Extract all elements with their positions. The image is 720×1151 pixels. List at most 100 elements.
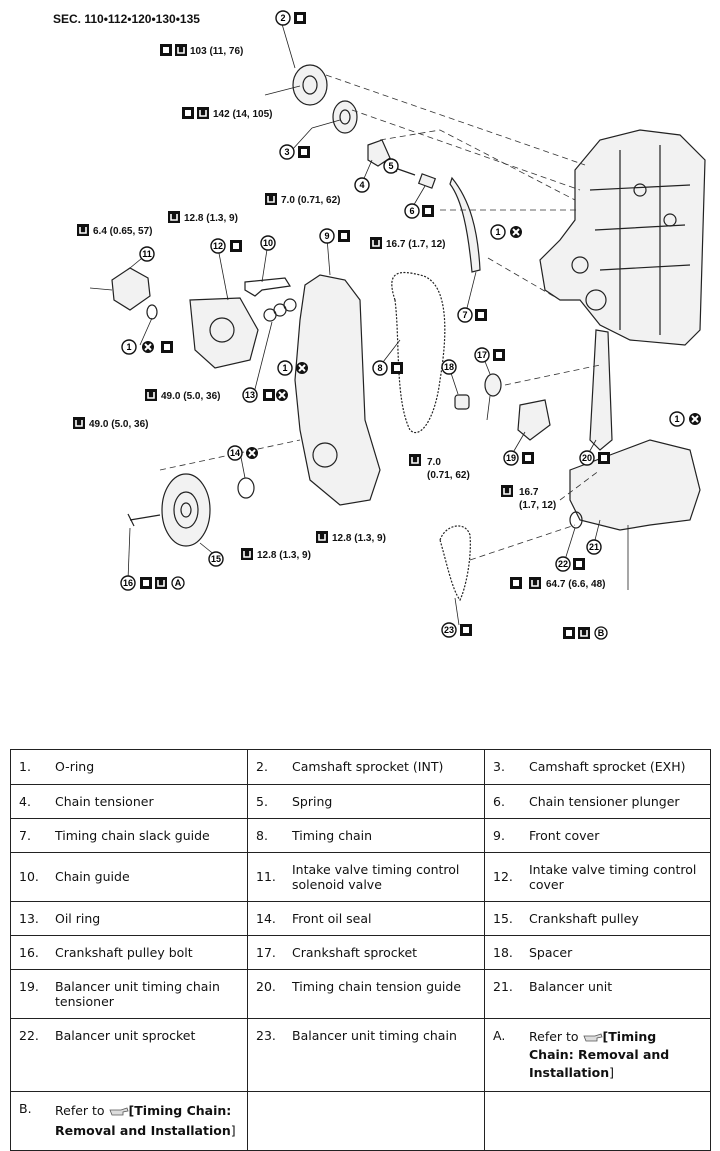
legend-text: Front cover — [529, 828, 600, 843]
svg-text:22: 22 — [558, 559, 568, 569]
legend-number: 13. — [19, 911, 39, 926]
legend-text: Spring — [292, 794, 333, 809]
torque-49-b: 49.0 (5.0, 36) — [89, 419, 148, 430]
callout-6: 6 — [404, 203, 420, 219]
torque-16-7-b-2: (1.7, 12) — [519, 500, 556, 511]
legend-text: O-ring — [55, 759, 95, 774]
callout-22: 22 — [555, 556, 571, 572]
svg-text:B: B — [598, 628, 605, 638]
callout-1a: 1 — [121, 339, 137, 355]
legend-text: Crankshaft sprocket — [292, 945, 418, 960]
torque-7-b-1: 7.0 — [427, 457, 441, 468]
torque-49-a: 49.0 (5.0, 36) — [161, 391, 220, 402]
balancer-tensioner — [517, 399, 551, 441]
legend-number: 9. — [493, 828, 505, 843]
parts-legend-table: 1.O-ring 2.Camshaft sprocket (INT) 3.Cam… — [10, 749, 711, 1151]
legend-text: Camshaft sprocket (EXH) — [529, 759, 686, 774]
engine-block — [539, 129, 706, 346]
legend-number: 8. — [256, 828, 268, 843]
solenoid-valve — [111, 267, 151, 311]
legend-number: 10. — [19, 869, 39, 884]
svg-text:15: 15 — [211, 554, 221, 564]
ref-b-marker: B — [594, 626, 608, 640]
legend-letter: B. — [19, 1101, 32, 1116]
callout-21: 21 — [586, 539, 602, 555]
legend-text: Intake valve timing control solenoid val… — [292, 862, 460, 892]
legend-number: 11. — [256, 869, 276, 884]
balancer-sprocket — [569, 511, 583, 529]
crankshaft-sprocket — [484, 373, 502, 397]
svg-text:13: 13 — [245, 390, 255, 400]
legend-number: 12. — [493, 869, 513, 884]
valve-timing-cover — [189, 297, 259, 369]
callout-5: 5 — [383, 158, 399, 174]
legend-letter: A. — [493, 1028, 506, 1043]
section-number: SEC. 110•112•120•130•135 — [53, 12, 200, 26]
svg-text:12: 12 — [213, 241, 223, 251]
hand-pointer-icon — [582, 1032, 603, 1041]
legend-text: Balancer unit timing chain tensioner — [55, 979, 220, 1009]
refer-to-text: Refer to — [55, 1103, 109, 1118]
timing-chain — [391, 271, 446, 433]
legend-number: 4. — [19, 794, 31, 809]
torque-7-b-2: (0.71, 62) — [427, 470, 470, 481]
legend-number: 17. — [256, 945, 276, 960]
svg-text:2: 2 — [280, 13, 285, 23]
svg-text:20: 20 — [582, 453, 592, 463]
ref-a-marker: A — [171, 576, 185, 590]
callout-11: 11 — [139, 246, 155, 262]
svg-text:7: 7 — [462, 310, 467, 320]
legend-number: 19. — [19, 979, 39, 994]
svg-text:18: 18 — [444, 362, 454, 372]
legend-text: Crankshaft pulley — [529, 911, 639, 926]
legend-text: Intake valve timing control cover — [529, 862, 697, 892]
svg-text:9: 9 — [324, 231, 329, 241]
legend-number: 16. — [19, 945, 39, 960]
reference-link[interactable]: [Timing Chain: Removal and Installation — [55, 1103, 232, 1138]
spring — [394, 167, 416, 176]
torque-64-7: 64.7 (6.6, 48) — [546, 579, 605, 590]
svg-text:23: 23 — [444, 625, 454, 635]
torque-7-a: 7.0 (0.71, 62) — [281, 195, 340, 206]
torque-142: 142 (14, 105) — [213, 109, 273, 120]
svg-text:1: 1 — [282, 363, 287, 373]
callout-17: 17 — [474, 347, 490, 363]
svg-text:6: 6 — [409, 206, 414, 216]
torque-12-8-b: 12.8 (1.3, 9) — [332, 533, 386, 544]
reference-link[interactable]: [Timing Chain: Removal and Installation — [529, 1029, 670, 1080]
legend-text: Front oil seal — [292, 911, 372, 926]
chain-guide — [244, 277, 291, 297]
legend-number: 3. — [493, 759, 505, 774]
callout-1d: 1 — [669, 411, 685, 427]
legend-text: Oil ring — [55, 911, 101, 926]
callout-23: 23 — [441, 622, 457, 638]
legend-text: Spacer — [529, 945, 573, 960]
legend-text: Balancer unit sprocket — [55, 1028, 196, 1043]
legend-number: 2. — [256, 759, 268, 774]
legend-text: Timing chain slack guide — [55, 828, 210, 843]
torque-16-7-a: 16.7 (1.7, 12) — [386, 239, 445, 250]
callout-1c: 1 — [490, 224, 506, 240]
legend-number: 6. — [493, 794, 505, 809]
spacer — [454, 394, 470, 410]
legend-text: Crankshaft pulley bolt — [55, 945, 193, 960]
legend-number: 15. — [493, 911, 513, 926]
slack-guide — [449, 176, 481, 273]
callout-4: 4 — [354, 177, 370, 193]
svg-text:8: 8 — [377, 363, 382, 373]
camshaft-sprocket-exh — [332, 100, 358, 134]
callout-8: 8 — [372, 360, 388, 376]
svg-text:1: 1 — [674, 414, 679, 424]
callout-9: 9 — [319, 228, 335, 244]
torque-16-7-b-1: 16.7 — [519, 487, 539, 498]
front-oil-seal — [237, 477, 255, 499]
callout-15: 15 — [208, 551, 224, 567]
callout-2: 2 — [275, 10, 291, 26]
front-cover — [294, 274, 381, 506]
legend-text: Timing chain tension guide — [292, 979, 462, 994]
svg-text:1: 1 — [495, 227, 500, 237]
svg-text:1: 1 — [126, 342, 131, 352]
legend-number: 20. — [256, 979, 276, 994]
svg-text:19: 19 — [506, 453, 516, 463]
torque-12-8-a: 12.8 (1.3, 9) — [184, 213, 238, 224]
